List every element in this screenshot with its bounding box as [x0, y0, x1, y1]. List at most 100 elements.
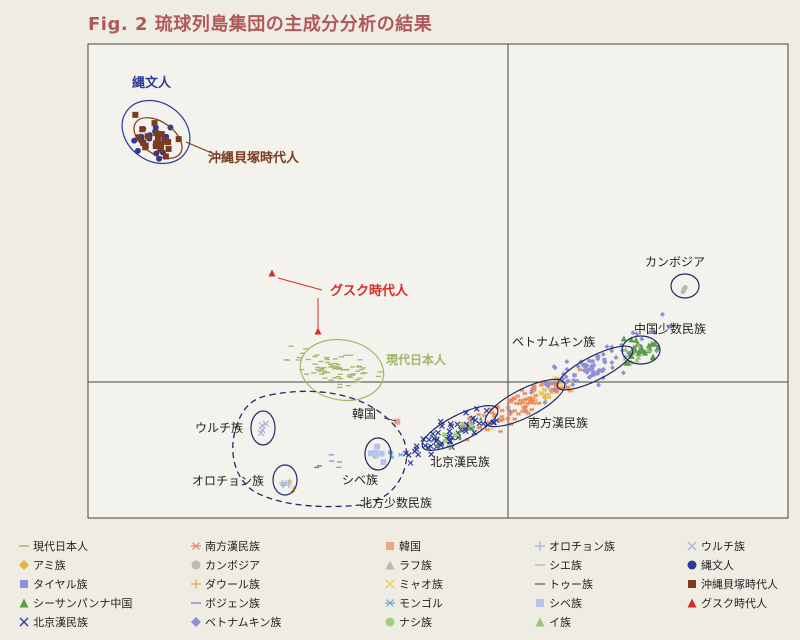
- point-series-21: [586, 374, 592, 380]
- point-series-20: [438, 442, 444, 449]
- series-10-points: [572, 357, 607, 378]
- point-series-15: [641, 349, 648, 356]
- point-series-1: [538, 383, 544, 388]
- point-series-20: [402, 450, 409, 457]
- point-series-20: [454, 421, 461, 428]
- point-series-21: [652, 330, 658, 336]
- point-series-20: [425, 444, 432, 451]
- point-series-1: [498, 418, 504, 423]
- point-series-6: [682, 284, 688, 290]
- point-series-14: [158, 131, 165, 138]
- chart-title: Fig. 2 琉球列島集団の主成分分析の結果: [88, 14, 433, 35]
- point-series-19: [314, 327, 322, 335]
- point-series-10: [590, 366, 595, 371]
- point-series-1: [522, 397, 528, 402]
- point-series-5: [531, 395, 537, 401]
- point-series-22: [441, 432, 447, 438]
- ellipse-south-han: [484, 378, 566, 428]
- point-series-14: [154, 136, 161, 143]
- point-series-15: [620, 335, 627, 342]
- point-series-21: [564, 359, 570, 365]
- ellipse-jomon: [121, 99, 191, 165]
- point-series-1: [512, 408, 518, 413]
- ellipse-cambodia: [670, 273, 700, 299]
- point-series-17: [398, 452, 404, 457]
- series-3-points: [279, 479, 292, 489]
- point-series-15: [435, 442, 440, 447]
- point-series-1: [505, 416, 511, 421]
- point-series-1: [476, 412, 482, 417]
- point-series-4: [257, 429, 265, 437]
- point-series-21: [604, 344, 610, 350]
- point-series-14: [153, 130, 160, 137]
- point-series-22: [469, 423, 475, 429]
- point-series-10: [602, 357, 607, 362]
- point-series-21: [528, 389, 534, 395]
- point-series-15: [478, 416, 483, 421]
- point-series-18: [380, 459, 387, 466]
- point-series-21: [563, 374, 569, 380]
- annotation-13: 北方少数民族: [360, 495, 432, 510]
- annotation-7: 南方漢民族: [528, 415, 588, 430]
- point-series-1: [461, 424, 467, 429]
- point-series-21: [507, 409, 513, 415]
- point-series-14: [175, 136, 182, 143]
- point-series-18: [372, 450, 379, 457]
- annotation-5: 中国少数民族: [634, 321, 706, 336]
- point-series-14: [165, 138, 172, 145]
- point-series-21: [542, 399, 548, 405]
- annotation-11: オロチョン族: [192, 474, 264, 488]
- point-series-14: [152, 143, 159, 150]
- point-series-1: [477, 425, 483, 431]
- point-series-15: [645, 342, 652, 349]
- point-series-12: [489, 426, 495, 431]
- annotation-3: 現代日本人: [386, 352, 447, 367]
- annotation-4: カンボジア: [645, 255, 705, 269]
- point-series-20: [447, 421, 454, 428]
- point-series-1: [512, 396, 518, 401]
- annotation-1: 沖縄貝塚時代人: [208, 150, 300, 166]
- point-series-15: [628, 336, 635, 343]
- point-series-23: [634, 357, 640, 363]
- point-series-14: [140, 140, 147, 147]
- point-series-21: [659, 311, 665, 317]
- series-14-points: [132, 111, 182, 160]
- point-series-23: [645, 346, 651, 352]
- point-series-21: [545, 380, 551, 386]
- point-series-21: [610, 365, 616, 371]
- point-series-1: [531, 387, 537, 393]
- point-series-21: [545, 383, 551, 389]
- point-series-21: [574, 378, 580, 384]
- point-series-15: [470, 426, 475, 431]
- point-series-21: [561, 371, 567, 377]
- point-series-21: [639, 336, 645, 342]
- point-series-15: [638, 344, 645, 351]
- point-series-20: [493, 417, 500, 424]
- point-series-3: [280, 481, 287, 488]
- point-series-5: [541, 395, 547, 401]
- point-series-20: [433, 438, 440, 445]
- point-series-21: [565, 378, 571, 384]
- point-series-18: [367, 450, 374, 457]
- leader-gusuku: [277, 277, 323, 291]
- point-series-21: [620, 370, 626, 376]
- point-series-10: [595, 370, 600, 375]
- series-6-points: [680, 284, 688, 295]
- point-series-15: [651, 340, 658, 347]
- leader-korea: [383, 417, 397, 422]
- point-series-15: [434, 434, 439, 439]
- point-series-14: [162, 153, 169, 160]
- point-series-15: [458, 434, 463, 439]
- point-series-14: [142, 144, 149, 151]
- point-series-1: [520, 409, 526, 414]
- point-series-21: [609, 360, 615, 366]
- point-series-1: [499, 414, 505, 419]
- ellipse-orochon: [272, 464, 298, 496]
- point-series-14: [144, 133, 151, 140]
- point-series-12: [541, 387, 547, 393]
- ellipse-vietnam-kinh: [556, 345, 634, 391]
- point-series-20: [407, 460, 414, 466]
- point-series-21: [586, 358, 592, 364]
- point-series-21: [571, 377, 577, 383]
